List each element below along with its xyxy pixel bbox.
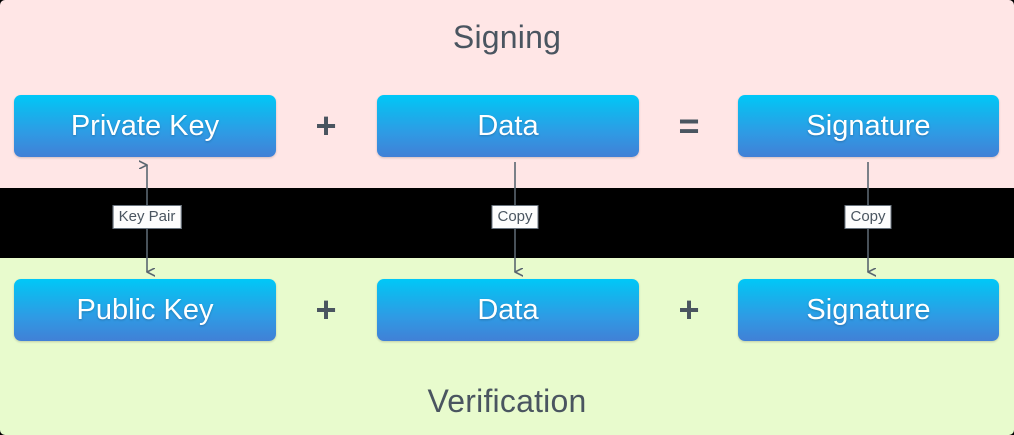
box-private-key[interactable]: Private Key [14,95,276,157]
box-signature-input-label: Signature [806,293,931,326]
box-signature-output-label: Signature [806,109,931,142]
box-signature-input[interactable]: Signature [738,279,999,341]
box-signature-output[interactable]: Signature [738,95,999,157]
signing-operator-plus: + [315,105,337,146]
edge-label-copy-signature: Copy [844,205,892,229]
box-signing-data[interactable]: Data [377,95,639,157]
box-verification-data-label: Data [477,293,539,326]
signing-row: Private Key + Data = Signature [0,95,1014,157]
box-verification-data[interactable]: Data [377,279,639,341]
verification-row: Public Key + Data + Signature [0,279,1014,341]
verification-operator-plus-2: + [678,289,700,330]
box-signing-data-label: Data [477,109,539,142]
signing-title: Signing [452,19,562,55]
box-public-key[interactable]: Public Key [14,279,276,341]
box-private-key-label: Private Key [70,109,220,142]
edge-label-key-pair: Key Pair [112,205,182,229]
signing-operator-equals: = [678,105,700,146]
verification-title: Verification [427,383,587,419]
box-public-key-label: Public Key [76,293,214,326]
edge-label-copy-data: Copy [491,205,539,229]
verification-operator-plus-1: + [315,289,337,330]
